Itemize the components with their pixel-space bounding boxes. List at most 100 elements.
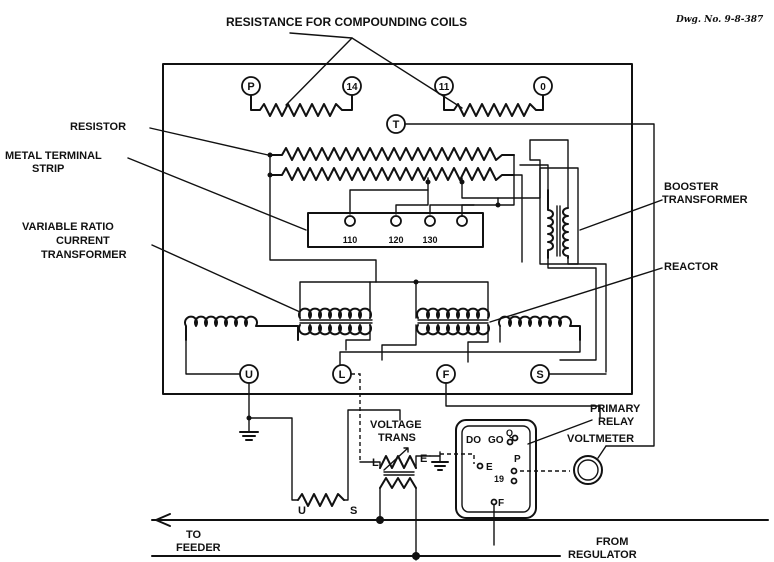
reactor <box>416 307 490 336</box>
booster-to-s-wire <box>547 257 597 361</box>
vrct-top-left-wire <box>299 281 377 319</box>
metal-terminal-strip-label-2: STRIP <box>32 163 64 175</box>
strip-terminal-120 <box>390 215 402 227</box>
feeder-junction <box>376 516 384 524</box>
terminal-11 <box>434 76 454 96</box>
booster-to-reactor-wire <box>567 257 607 373</box>
series-u-wire <box>248 417 299 501</box>
voltmeter-lead <box>597 445 607 459</box>
coil-to-u-wire <box>185 339 241 375</box>
relay-contact-19: 19 <box>494 474 504 484</box>
t-to-voltmeter-wire <box>404 123 655 447</box>
resistor-right-wire-a <box>497 154 515 206</box>
voltmeter-inner <box>577 459 599 481</box>
from-regulator-label-1: FROM <box>596 536 628 548</box>
relay-contact-do: DO <box>466 435 481 446</box>
vt-l-wire <box>359 461 381 469</box>
neutral-junction <box>412 552 420 560</box>
right-coil <box>498 315 581 341</box>
terminal-strip-leader <box>127 157 307 231</box>
booster-label-1: BOOSTER <box>664 181 718 193</box>
terminal-t-label: T <box>393 119 400 131</box>
right-coil-to-l-wire <box>339 339 581 375</box>
voltmeter-label: VOLTMETER <box>567 433 634 445</box>
terminal-11-label: 11 <box>439 82 450 93</box>
vrct-label-3: TRANSFORMER <box>41 249 127 261</box>
primary-relay-label-1: PRIMARY <box>590 403 641 415</box>
strip-terminal-110 <box>344 215 356 227</box>
voltage-transformer <box>379 447 417 489</box>
voltage-trans-label-1: VOLTAGE <box>370 419 422 431</box>
metal-terminal-strip <box>307 212 484 248</box>
resistor-right-wire-b <box>513 174 523 263</box>
vrct-bottom-wire <box>345 324 371 351</box>
main-resistor-upper <box>269 147 515 161</box>
compounding-leader-left <box>285 37 353 106</box>
trans-mark-l: L <box>372 457 379 469</box>
terminal-0 <box>533 76 553 96</box>
drawing-number: Dwg. No. 9-8-387 <box>675 15 764 25</box>
metal-terminal-strip-label-1: METAL TERMINAL <box>5 150 102 162</box>
series-transformer <box>297 493 345 507</box>
compounding-resistor-left <box>250 92 353 117</box>
reactor-label: REACTOR <box>664 261 718 273</box>
terminal-14 <box>342 76 362 96</box>
vrct-label-1: VARIABLE RATIO <box>22 221 114 233</box>
compounding-resistor-right <box>443 92 544 117</box>
compounding-coils-label: RESISTANCE FOR COMPOUNDING COILS <box>226 15 467 29</box>
l-dashed-wire <box>351 373 361 462</box>
reactor-leader <box>489 267 663 323</box>
variable-ratio-current-transformer <box>298 307 373 336</box>
resistor-left-wire <box>269 154 377 283</box>
tap-wire-120 <box>395 189 429 215</box>
voltmeter <box>573 455 603 485</box>
series-s-wire <box>343 409 401 501</box>
relay-contact-go: GO <box>488 435 504 446</box>
strip-terminal-common <box>456 215 468 227</box>
strip-terminal-130 <box>424 215 436 227</box>
tap-wire-130 <box>429 177 499 215</box>
resistor-leader <box>149 127 269 156</box>
reactor-bottom-wire <box>381 324 417 361</box>
series-mark-u: U <box>298 505 306 517</box>
strip-tap-130-label: 130 <box>422 235 437 245</box>
terminal-u-label: U <box>245 369 253 381</box>
main-resistor-lower <box>269 167 515 181</box>
primary-relay-label-2: RELAY <box>598 416 635 428</box>
relay-terminal-p <box>510 467 518 475</box>
strip-common-wire <box>461 204 475 217</box>
relay-terminal-19 <box>510 477 518 485</box>
terminal-l-label: L <box>339 369 346 381</box>
terminal-0-label: 0 <box>540 82 546 93</box>
ground-symbol <box>239 431 259 441</box>
booster-label-2: TRANSFORMER <box>662 194 748 206</box>
relay-terminal-q <box>511 434 519 442</box>
booster-leader <box>579 199 663 231</box>
strip-tap-120-label: 120 <box>388 235 403 245</box>
primary-relay-leader <box>527 419 593 445</box>
booster-transformer <box>539 167 579 265</box>
from-regulator-label-2: REGULATOR <box>568 549 637 561</box>
relay-contact-q: Q <box>506 428 513 438</box>
series-mark-s: S <box>350 505 357 517</box>
regulator-enclosure <box>162 63 633 395</box>
relay-contact-e: E <box>486 462 493 473</box>
terminal-p <box>241 76 261 96</box>
relay-ground-symbol <box>429 451 449 471</box>
relay-terminal-go <box>506 438 514 446</box>
to-feeder-label-1: TO <box>186 529 202 541</box>
voltage-trans-label-2: TRANS <box>378 432 416 444</box>
terminal-14-label: 14 <box>346 82 358 93</box>
terminal-p-label: P <box>247 81 254 93</box>
vt-e-wire <box>415 455 431 469</box>
resistor-label: RESISTOR <box>70 121 126 133</box>
junction-dot <box>495 202 501 208</box>
trans-mark-e: E <box>420 453 427 465</box>
relay-terminal-f <box>490 498 498 506</box>
primary-relay <box>455 419 537 519</box>
feeder-arrow <box>155 513 171 527</box>
terminal-s-label: S <box>536 369 543 381</box>
to-feeder-label-2: FEEDER <box>176 542 221 554</box>
booster-top-wire <box>519 164 549 191</box>
